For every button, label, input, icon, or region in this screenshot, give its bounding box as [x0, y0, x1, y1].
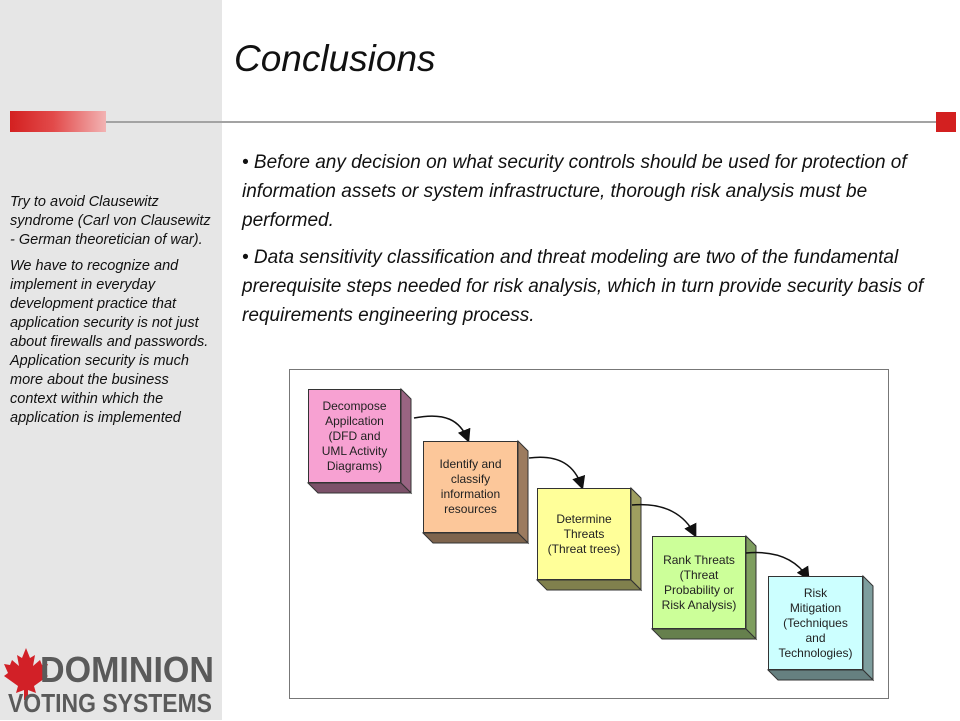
arrow-3: [631, 503, 697, 538]
step-rank-threats: Rank Threats (Threat Probability or Risk…: [652, 536, 746, 629]
box-depth-right: [862, 574, 874, 682]
bullet-1: • Before any decision on what security c…: [242, 152, 907, 231]
step-2-label: Identify and classify information resour…: [439, 457, 502, 516]
step-identify-resources: Identify and classify information resour…: [423, 441, 518, 533]
box-depth-bottom: [766, 669, 875, 681]
box-depth-bottom: [421, 532, 530, 544]
step-3-label: Determine Threats (Threat trees): [547, 511, 621, 556]
box-depth-bottom: [535, 579, 643, 591]
arrow-4: [745, 551, 810, 581]
side-note-paragraph-2: We have to recognize and implement in ev…: [10, 258, 209, 426]
maple-leaf-icon: [4, 648, 48, 700]
box-depth-right: [745, 534, 757, 641]
logo-line-1: DOMINION: [40, 649, 214, 690]
box-depth-right: [400, 387, 412, 495]
company-logo: DOMINION VOTING SYSTEMS: [2, 646, 216, 718]
accent-square: [936, 112, 956, 132]
step-5-label: Risk Mitigation (Techniques and Technolo…: [778, 585, 853, 660]
side-note-paragraph-1: Try to avoid Clausewitz syndrome (Carl v…: [10, 194, 211, 248]
diagram-arrows: [306, 387, 875, 682]
bullet-list: • Before any decision on what security c…: [242, 148, 932, 338]
step-decompose-application: Decompose Appilcation (DFD and UML Activ…: [308, 389, 401, 483]
step-determine-threats: Determine Threats (Threat trees): [537, 488, 631, 580]
step-risk-mitigation: Risk Mitigation (Techniques and Technolo…: [768, 576, 863, 670]
arrow-2: [528, 456, 586, 490]
dominion-logo-image: DOMINION VOTING SYSTEMS: [4, 648, 214, 718]
logo-line-2: VOTING SYSTEMS: [8, 688, 212, 716]
box-depth-bottom: [306, 482, 413, 494]
step-1-label: Decompose Appilcation (DFD and UML Activ…: [321, 398, 388, 473]
title-divider: [106, 121, 936, 123]
step-4-label: Rank Threats (Threat Probability or Risk…: [661, 552, 737, 612]
box-depth-right: [630, 486, 642, 592]
bullet-2: • Data sensitivity classification and th…: [242, 247, 924, 326]
process-diagram: Decompose Appilcation (DFD and UML Activ…: [289, 369, 889, 699]
arrow-1: [413, 415, 471, 443]
box-depth-right: [517, 439, 529, 545]
accent-bar: [10, 111, 106, 132]
box-depth-bottom: [650, 628, 758, 640]
slide-title: Conclusions: [234, 38, 436, 79]
side-note: Try to avoid Clausewitz syndrome (Carl v…: [10, 193, 216, 435]
